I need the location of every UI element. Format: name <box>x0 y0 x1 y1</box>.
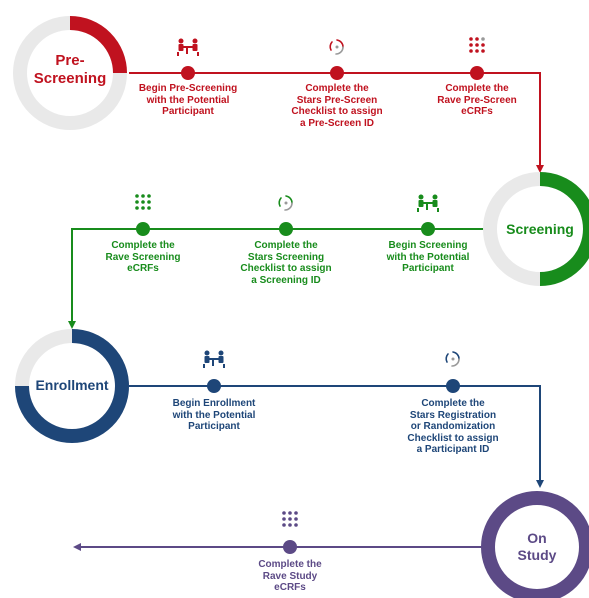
swirl-icon <box>445 351 460 367</box>
step-node <box>421 222 435 236</box>
step-label: Complete the Rave Pre-Screen eCRFs <box>437 83 517 117</box>
meeting-icon <box>177 38 199 56</box>
enrollment-connector <box>122 385 544 488</box>
enrollment-ring-arc <box>15 329 129 443</box>
step-label: Begin Pre-Screening with the Potential P… <box>138 83 238 117</box>
step-node <box>136 222 150 236</box>
screening-stage-label: Screening <box>506 221 574 237</box>
step-node <box>207 379 221 393</box>
step-label: Begin Screening with the Potential Parti… <box>386 240 470 274</box>
step-node <box>279 222 293 236</box>
step-node <box>446 379 460 393</box>
step-node <box>283 540 297 554</box>
swirl-icon <box>278 195 293 211</box>
pre-screening-connector <box>129 72 544 173</box>
pre-screening-flow <box>13 16 544 173</box>
pre-screening-stage-label: Pre- Screening <box>33 52 107 87</box>
step-node <box>181 66 195 80</box>
step-node <box>470 66 484 80</box>
step-label: Complete the Rave Study eCRFs <box>258 559 322 593</box>
screening-flow <box>68 172 589 329</box>
enrollment-flow <box>15 329 544 488</box>
enrollment-stage-label: Enrollment <box>35 377 109 393</box>
on-study-ring <box>481 491 589 598</box>
on-study-stage-label: On Study <box>517 530 557 563</box>
step-label: Complete the Stars Screening Checklist t… <box>240 240 332 286</box>
on-study-flow <box>73 491 589 598</box>
swirl-icon <box>329 39 344 55</box>
step-node <box>330 66 344 80</box>
dot-grid-icon <box>282 511 298 527</box>
meeting-icon <box>417 194 439 212</box>
step-label: Complete the Stars Registration or Rando… <box>407 398 499 455</box>
pre-screening-ring-arc <box>69 16 127 74</box>
dot-grid-icon <box>135 194 151 210</box>
screening-ring-arc <box>539 172 589 286</box>
dot-grid-icon <box>469 37 485 53</box>
step-label: Complete the Rave Screening eCRFs <box>105 240 181 274</box>
step-label: Complete the Stars Pre-Screen Checklist … <box>291 83 383 129</box>
screening-connector <box>68 228 492 329</box>
meeting-icon <box>203 350 225 368</box>
step-label: Begin Enrollment with the Potential Part… <box>172 398 256 432</box>
